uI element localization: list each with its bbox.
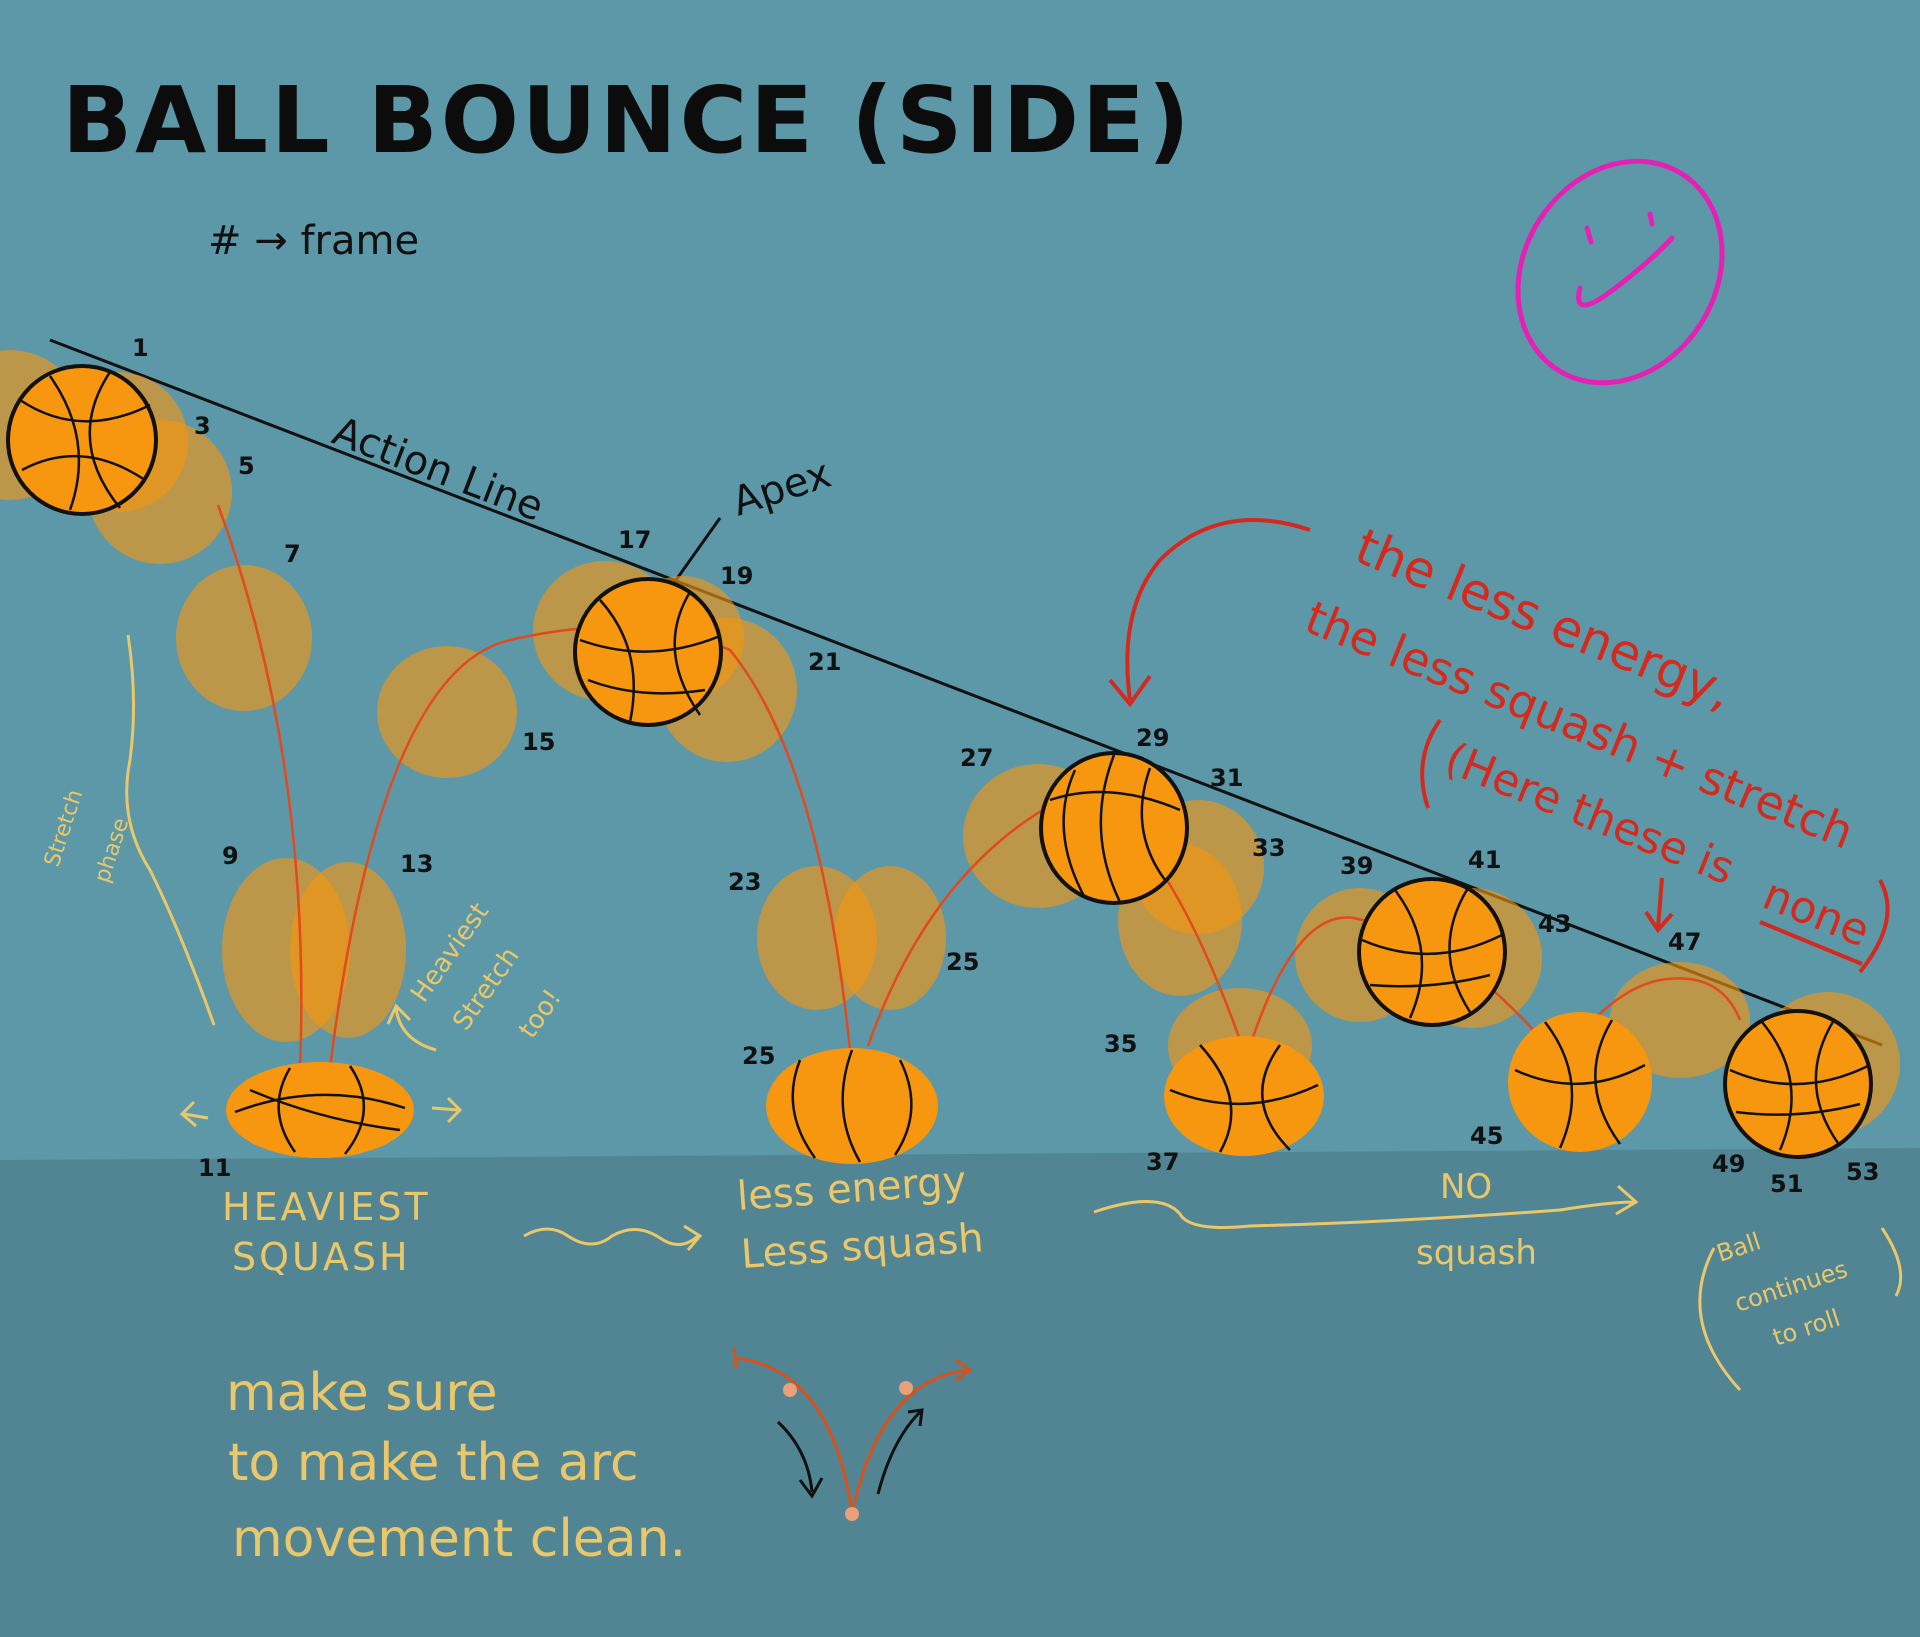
ghost-ball <box>176 565 312 711</box>
here-there-closing-paren <box>1858 879 1890 974</box>
frame-number: 47 <box>1668 928 1701 956</box>
none-arrow-icon <box>1644 877 1674 934</box>
squashed-ball-icon <box>1508 1012 1652 1152</box>
frame-number: 43 <box>1538 910 1571 938</box>
frame-number: 37 <box>1146 1148 1179 1176</box>
no-squash-bracket <box>1093 1184 1639 1229</box>
squashed-ball-icon <box>766 1048 938 1164</box>
frame-number: 3 <box>194 412 211 440</box>
frame-number: 1 <box>132 334 149 362</box>
basketball-icon <box>6 364 158 516</box>
no-squash-note: squash <box>1416 1233 1537 1273</box>
frame-number: 31 <box>1210 764 1243 792</box>
squashed-ball-icon <box>1164 1036 1324 1156</box>
action-line <box>49 338 1883 1047</box>
frame-legend: # → frame <box>208 218 419 264</box>
here-there-opening-paren <box>1420 718 1442 809</box>
arc-note: make sure <box>226 1363 498 1423</box>
frame-number: 33 <box>1252 834 1285 862</box>
frame-number: 7 <box>284 540 301 568</box>
frame-number: 27 <box>960 744 993 772</box>
ball-continues-bracket-left <box>1698 1247 1742 1392</box>
smiley-face-icon <box>1515 158 1725 386</box>
ghost-ball <box>1610 962 1750 1078</box>
frame-number: 49 <box>1712 1150 1745 1178</box>
ball-continues-bracket-right <box>1880 1227 1903 1297</box>
squiggle-arrow-icon <box>523 1224 703 1251</box>
heaviest-squash-note: HEAVIEST <box>222 1185 431 1229</box>
no-squash-note: NO <box>1440 1167 1492 1207</box>
frame-number: 21 <box>808 648 841 676</box>
none-underline <box>1759 920 1863 966</box>
frame-numbers: 1 3 5 7 9 11 13 15 17 19 21 23 25 25 27 … <box>132 334 1879 1198</box>
energy-arrow-icon <box>1108 518 1311 708</box>
basketball-icon <box>1039 751 1189 905</box>
page-title: BALL BOUNCE (SIDE) <box>62 67 1193 174</box>
frame-number: 25 <box>946 948 979 976</box>
squashed-ball-icon <box>226 1062 414 1158</box>
frame-number: 11 <box>198 1154 231 1182</box>
basketball-icon <box>1723 1009 1873 1159</box>
squash-arrow-right-icon <box>431 1096 463 1124</box>
frame-number: 9 <box>222 842 239 870</box>
balls <box>6 364 1873 1164</box>
ghost-ball <box>834 866 946 1010</box>
frame-number: 13 <box>400 850 433 878</box>
floor <box>0 1148 1920 1637</box>
squash-arrow-left-icon <box>179 1100 209 1128</box>
frame-number: 15 <box>522 728 555 756</box>
frame-number: 23 <box>728 868 761 896</box>
frame-number: 39 <box>1340 852 1373 880</box>
frame-number: 53 <box>1846 1158 1879 1186</box>
frame-number: 17 <box>618 526 651 554</box>
ghost-ball <box>377 646 517 778</box>
basketball-icon <box>573 577 723 727</box>
arc-demo-diagram <box>732 1347 973 1521</box>
frame-number: 35 <box>1104 1030 1137 1058</box>
frame-number: 19 <box>720 562 753 590</box>
frame-number: 45 <box>1470 1122 1503 1150</box>
heaviest-squash-note: SQUASH <box>232 1235 411 1279</box>
frame-number: 5 <box>238 452 255 480</box>
frame-number: 25 <box>742 1042 775 1070</box>
heaviest-stretch-arrow <box>386 1003 437 1052</box>
basketball-icon <box>1357 877 1507 1027</box>
frame-number: 29 <box>1136 724 1169 752</box>
arc-note: movement clean. <box>232 1509 686 1569</box>
frame-number: 51 <box>1770 1170 1803 1198</box>
arc-note: to make the arc <box>228 1433 639 1493</box>
stretch-phase-bracket <box>125 634 216 1026</box>
apex-pointer <box>674 517 722 581</box>
frame-number: 41 <box>1468 846 1501 874</box>
